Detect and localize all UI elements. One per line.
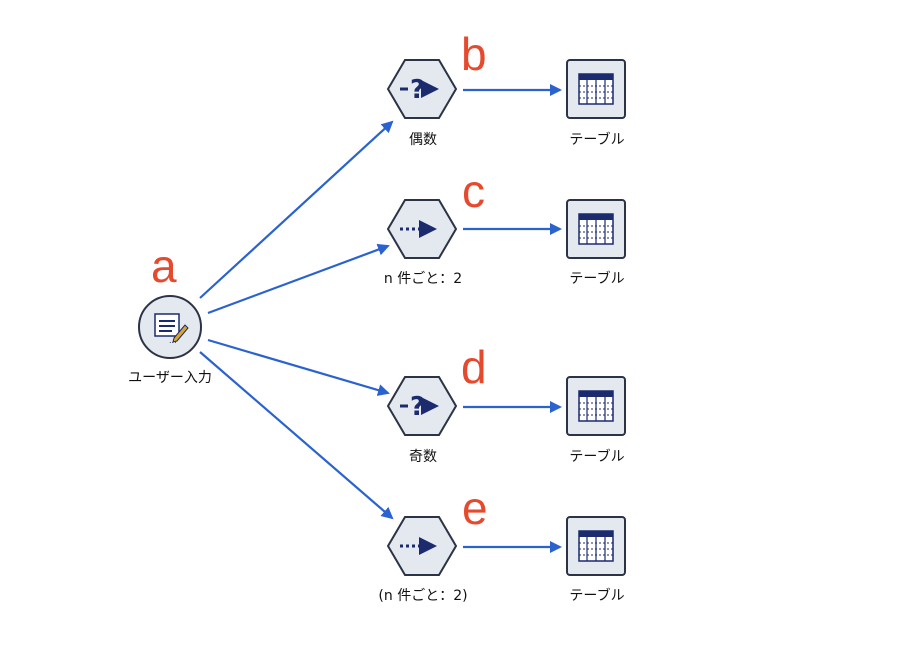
node-label-table-d: テーブル <box>569 448 624 465</box>
edge-user-input-to-even[interactable] <box>199 120 394 299</box>
table-icon <box>578 390 614 422</box>
user-input-icon: ... <box>154 313 189 345</box>
annotation-c: c <box>462 165 485 217</box>
select-icon: ? <box>400 392 439 422</box>
node-label-table-b: テーブル <box>569 131 624 148</box>
annotation-d: d <box>461 341 487 393</box>
node-table-d[interactable] <box>566 376 626 436</box>
node-label-table-e: テーブル <box>569 587 624 604</box>
edge-user-input-to-sample-paren[interactable] <box>199 351 394 520</box>
node-label-even: 偶数 <box>409 132 437 148</box>
table-icon <box>578 530 614 562</box>
annotation-e: e <box>462 482 488 534</box>
node-odd[interactable]: ? <box>386 376 458 436</box>
node-label-sample-paren: (n 件ごと：2) <box>378 588 467 604</box>
edge-user-input-to-sample[interactable] <box>207 243 390 315</box>
node-label-user-input: ユーザー入力 <box>128 370 212 386</box>
annotation-a: a <box>151 240 177 292</box>
annotation-b: b <box>461 28 487 80</box>
edges <box>199 84 562 553</box>
edge-user-input-to-odd[interactable] <box>207 338 390 396</box>
node-label-odd: 奇数 <box>409 448 437 465</box>
node-table-e[interactable] <box>566 516 626 576</box>
svg-text:?: ? <box>410 392 425 422</box>
table-icon <box>578 73 614 105</box>
node-sample[interactable] <box>386 199 458 259</box>
node-label-table-c: テーブル <box>569 270 624 287</box>
node-even[interactable]: ? <box>386 59 458 119</box>
node-user-input[interactable]: ... <box>138 295 202 359</box>
select-icon: ? <box>400 75 439 105</box>
svg-text:?: ? <box>410 75 425 105</box>
node-table-c[interactable] <box>566 199 626 259</box>
node-sample-paren[interactable] <box>386 516 458 576</box>
svg-text:...: ... <box>169 336 177 345</box>
node-table-b[interactable] <box>566 59 626 119</box>
node-label-sample: n 件ごと：2 <box>384 271 462 287</box>
table-icon <box>578 213 614 245</box>
